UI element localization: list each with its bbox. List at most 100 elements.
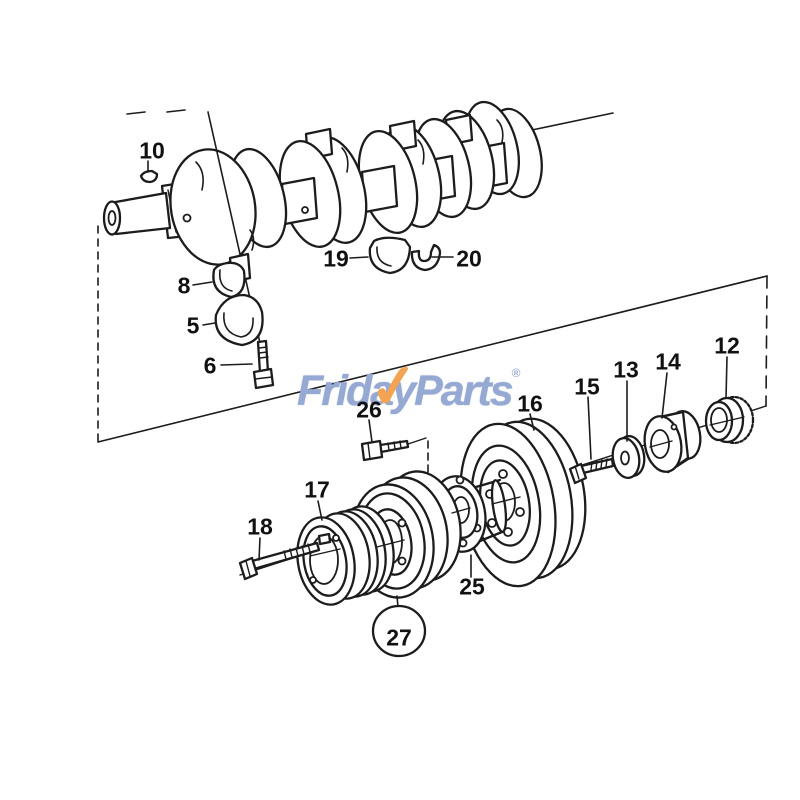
web-detail bbox=[496, 119, 504, 143]
top-dash-2 bbox=[166, 109, 186, 113]
leader-12 bbox=[725, 356, 728, 399]
part-label-16: 16 bbox=[517, 390, 543, 417]
part-label-10: 10 bbox=[139, 137, 165, 164]
right-dashed-edge bbox=[765, 275, 768, 407]
bearing-hub-edge bbox=[490, 479, 508, 533]
oil-hole bbox=[301, 206, 309, 214]
part-label-15: 15 bbox=[574, 373, 600, 400]
thread bbox=[590, 461, 593, 471]
head-facet bbox=[367, 442, 371, 460]
part-label-6: 6 bbox=[203, 352, 217, 379]
logo-text-parts: Parts bbox=[414, 367, 514, 415]
pulley27-hole bbox=[397, 556, 407, 566]
web-detail bbox=[195, 161, 204, 191]
fridayparts-watermark: Friday✓Parts® bbox=[297, 351, 521, 423]
crankshaft bbox=[102, 100, 543, 266]
part-15-bolt bbox=[568, 457, 615, 485]
small-parts bbox=[139, 169, 442, 390]
logo-text-y: y bbox=[392, 367, 416, 415]
bore-centerlines bbox=[309, 416, 745, 557]
pulley17-hole bbox=[309, 576, 317, 584]
part-label-19: 19 bbox=[323, 245, 349, 272]
part-label-8: 8 bbox=[177, 272, 191, 299]
washer-hole bbox=[620, 450, 630, 466]
thread bbox=[387, 442, 390, 451]
part-16-pulley bbox=[459, 417, 587, 588]
part-label-20: 20 bbox=[456, 245, 482, 272]
part-5-cap bbox=[214, 293, 264, 347]
part-14-hub bbox=[643, 410, 702, 474]
leader-6 bbox=[220, 363, 253, 366]
leader-8 bbox=[192, 281, 213, 286]
long-diagonal-edge bbox=[97, 275, 768, 443]
thread bbox=[301, 545, 305, 555]
leader-15 bbox=[587, 396, 592, 460]
leader-18 bbox=[258, 537, 261, 561]
part-19-shell bbox=[368, 236, 412, 275]
centerline-12 bbox=[709, 416, 745, 426]
thread bbox=[289, 548, 293, 558]
part-label-12: 12 bbox=[714, 332, 740, 359]
part-13-washer bbox=[611, 435, 646, 479]
part-12-gear bbox=[704, 395, 755, 445]
part-8-shell bbox=[212, 261, 246, 299]
bolt26-head bbox=[360, 439, 384, 462]
pulley27-hole bbox=[397, 518, 407, 528]
crank-journal bbox=[280, 176, 319, 226]
logo-registered-mark: ® bbox=[511, 366, 521, 380]
head-facet bbox=[254, 376, 273, 380]
pulley17-face bbox=[302, 525, 348, 597]
part-label-5: 5 bbox=[186, 312, 200, 339]
part-8-detail bbox=[218, 269, 233, 292]
thread bbox=[283, 550, 287, 560]
thread bbox=[258, 346, 268, 349]
leader-26 bbox=[368, 419, 373, 443]
thread bbox=[399, 440, 402, 449]
bearing-hub-bottom bbox=[478, 530, 504, 543]
centerline-25 bbox=[451, 507, 471, 514]
thread bbox=[393, 441, 396, 450]
pulley17-keyway bbox=[317, 532, 332, 546]
bolt26-connector bbox=[407, 437, 427, 445]
pulley16-hole bbox=[515, 507, 525, 517]
thread bbox=[295, 547, 299, 557]
top-right-edge bbox=[531, 112, 614, 131]
leader-14 bbox=[661, 372, 668, 419]
thread bbox=[605, 458, 608, 468]
centerline-14 bbox=[649, 440, 673, 448]
highlight-circle-27 bbox=[371, 604, 427, 658]
top-dash-1 bbox=[126, 111, 146, 115]
bearing-ball bbox=[455, 475, 465, 485]
leader-19 bbox=[349, 256, 369, 259]
head-facet bbox=[574, 465, 580, 480]
leader-16 bbox=[529, 413, 535, 431]
thread bbox=[307, 543, 311, 553]
web-detail bbox=[249, 229, 255, 251]
leader-17 bbox=[317, 500, 323, 521]
leader-5 bbox=[202, 322, 216, 326]
crank-nose-hole bbox=[107, 210, 117, 226]
pulley16-hole bbox=[498, 469, 508, 479]
part-18-bolt bbox=[238, 541, 321, 581]
centerline-27 bbox=[376, 539, 405, 548]
part-10-key bbox=[139, 169, 159, 184]
logo-text-frida: Frida bbox=[297, 367, 394, 415]
web-detail bbox=[341, 147, 349, 173]
part-label-18: 18 bbox=[247, 513, 273, 540]
part-label-26: 26 bbox=[356, 396, 382, 423]
web-detail bbox=[417, 139, 425, 165]
part-17-pulley bbox=[296, 505, 395, 606]
hub-hole bbox=[670, 423, 678, 431]
part-19-detail bbox=[376, 246, 392, 267]
pulley-train bbox=[238, 395, 755, 606]
part-label-25: 25 bbox=[459, 573, 485, 600]
part-label-27-highlighted: 27 bbox=[386, 624, 412, 651]
part-label-17: 17 bbox=[304, 476, 330, 503]
leader-lines bbox=[147, 160, 728, 608]
part-5-detail bbox=[223, 312, 254, 338]
centerline-17 bbox=[309, 548, 341, 557]
centerline-16 bbox=[491, 496, 521, 505]
thread bbox=[600, 459, 603, 469]
